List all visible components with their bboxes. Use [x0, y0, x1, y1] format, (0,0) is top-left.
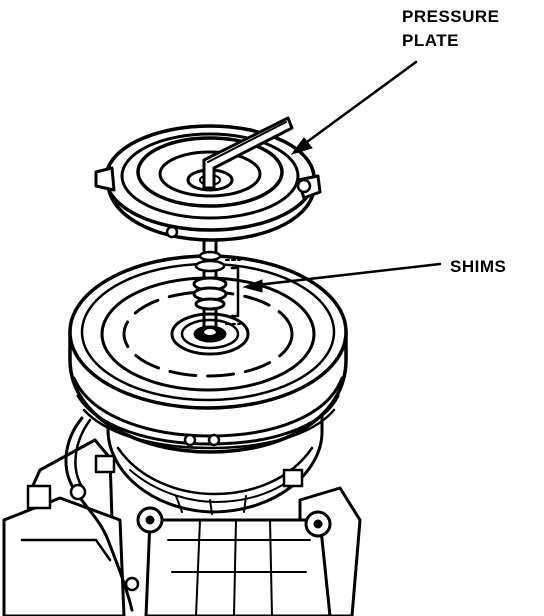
- pressure-plate-leader: [290, 60, 418, 155]
- label-pressure-plate-line1: PRESSURE: [402, 7, 500, 26]
- shims-leader: [242, 262, 442, 293]
- compressor-body: [2, 438, 362, 616]
- pressure-plate: [94, 116, 322, 242]
- pulley-rotor: [68, 254, 348, 454]
- coil-wire-lead: [64, 416, 140, 612]
- shaft-with-shims: [192, 238, 241, 332]
- label-shims: SHIMS: [450, 257, 506, 276]
- label-pressure-plate-line2: PLATE: [402, 31, 459, 50]
- shim-stack: [192, 276, 228, 311]
